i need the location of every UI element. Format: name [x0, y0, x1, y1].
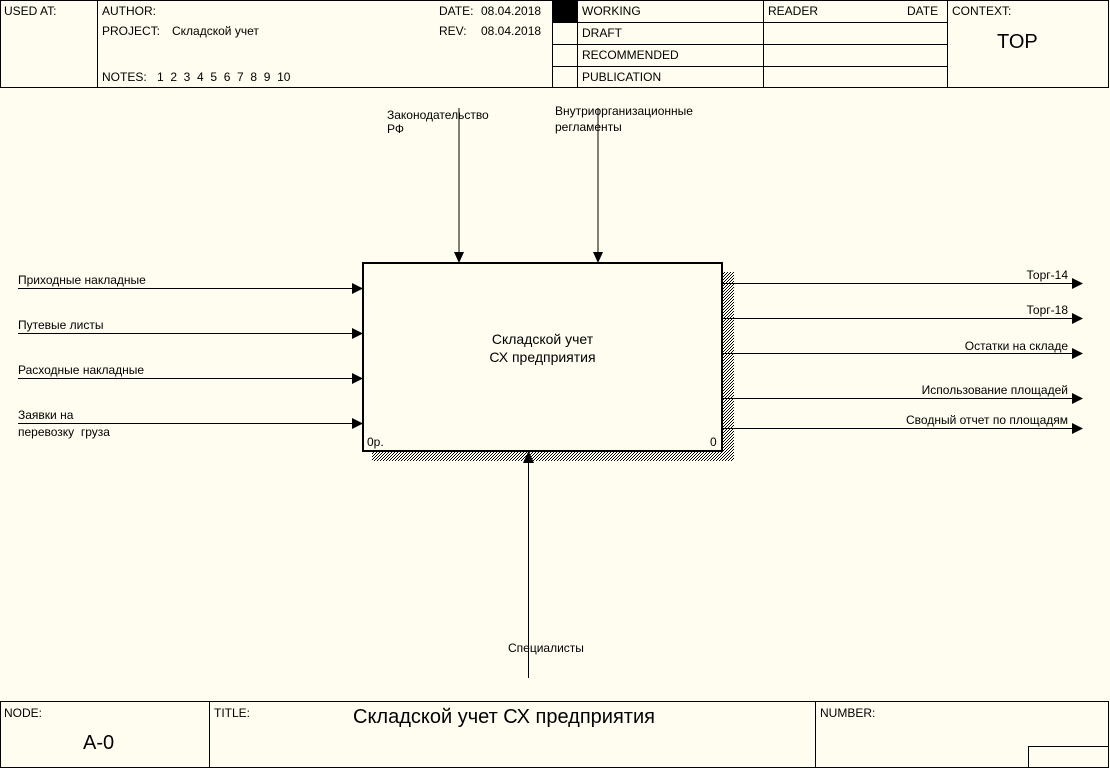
context-value: TOP: [997, 31, 1038, 53]
output-area-report-label: Сводный отчет по площадям: [906, 413, 1068, 427]
control-regulations-line1: Внутриорганизационные: [555, 104, 693, 118]
notes-label: NOTES:: [102, 70, 147, 84]
number-label: NUMBER:: [820, 706, 876, 720]
status-recommended[interactable]: RECOMMENDED: [582, 48, 679, 62]
input-waybills-label: Путевые листы: [18, 318, 104, 332]
activity-box[interactable]: [362, 262, 723, 452]
notes-values: 1 2 3 4 5 6 7 8 9 10: [157, 70, 291, 84]
output-arrow-torg14[interactable]: [722, 278, 1083, 289]
mechanism-arrow-specialists[interactable]: [523, 451, 534, 678]
status-draft[interactable]: DRAFT: [582, 26, 622, 40]
control-legislation-line1: Законодательство: [387, 108, 489, 122]
header-frame: [0, 0, 1109, 88]
activity-cost-tag: 0р.: [367, 435, 384, 449]
input-incoming-invoices-label: Приходные накладные: [18, 273, 146, 287]
rev-label: REV:: [439, 24, 467, 38]
output-arrow-torg18[interactable]: [722, 313, 1083, 324]
status-publication[interactable]: PUBLICATION: [582, 70, 662, 84]
output-arrow-stock-balance[interactable]: [722, 348, 1083, 359]
output-torg14-label: Торг-14: [1026, 268, 1068, 282]
output-arrow-area-usage[interactable]: [722, 393, 1083, 404]
input-transport-requests-line2: перевозку груза: [18, 425, 110, 439]
diagram-title: Складской учет СХ предприятия: [353, 706, 655, 728]
title-label: TITLE:: [214, 706, 251, 720]
date-value: 08.04.2018: [481, 4, 542, 18]
reader-date-label: DATE: [907, 4, 939, 18]
project-value: Складской учет: [172, 24, 259, 38]
output-arrow-area-report[interactable]: [722, 423, 1083, 434]
project-label: PROJECT:: [102, 24, 161, 38]
activity-number-tag: 0: [710, 435, 717, 449]
activity-title-line1: Складской учет: [491, 331, 594, 347]
reader-label: READER: [768, 4, 819, 18]
input-transport-requests-line1: Заявки на: [18, 408, 74, 422]
input-arrow-waybills[interactable]: [18, 328, 363, 339]
control-legislation-line2: РФ: [387, 122, 404, 136]
author-label: AUTHOR:: [102, 4, 156, 18]
activity-title: Складской учет СХ предприятия: [365, 330, 720, 366]
used-at-label: USED AT:: [4, 4, 57, 18]
input-arrow-outgoing-invoices[interactable]: [18, 373, 363, 384]
output-torg18-label: Торг-18: [1026, 303, 1068, 317]
activity-title-line2: СХ предприятия: [489, 349, 596, 365]
control-arrow-regulations[interactable]: [593, 108, 603, 263]
input-arrow-incoming-invoices[interactable]: [18, 283, 363, 294]
working-status-marker: [553, 1, 577, 22]
control-arrow-legislation[interactable]: [454, 108, 464, 263]
node-value: А-0: [83, 732, 115, 754]
input-arrow-transport-requests[interactable]: [18, 418, 363, 429]
date-label: DATE:: [439, 4, 474, 18]
output-stock-balance-label: Остатки на складе: [964, 339, 1068, 353]
control-regulations-line2: регламенты: [555, 120, 622, 134]
output-area-usage-label: Использование площадей: [921, 383, 1068, 397]
context-label: CONTEXT:: [952, 4, 1012, 18]
node-label: NODE:: [4, 706, 43, 720]
mechanism-specialists-label: Специалисты: [508, 641, 584, 655]
input-outgoing-invoices-label: Расходные накладные: [18, 363, 145, 377]
rev-value: 08.04.2018: [481, 24, 542, 38]
status-working[interactable]: WORKING: [582, 4, 641, 18]
